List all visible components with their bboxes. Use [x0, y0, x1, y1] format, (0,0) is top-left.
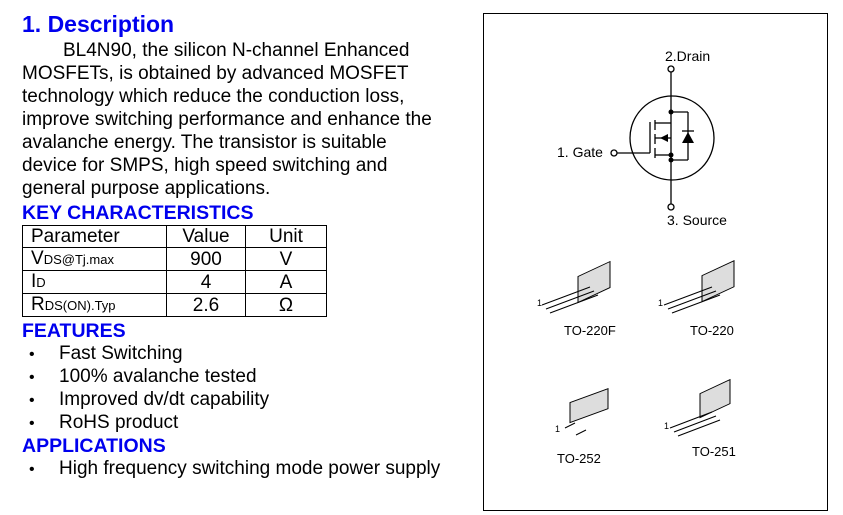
bullet: •: [29, 346, 35, 363]
pin1-label: 1: [658, 298, 664, 308]
value-cell: 2.6: [166, 293, 246, 317]
description-line: avalanche energy. The transistor is suit…: [22, 132, 387, 153]
param-sub: DS@Tj.max: [43, 252, 114, 267]
bullet: •: [29, 392, 35, 409]
package-figure-box: [483, 13, 828, 511]
features-heading: FEATURES: [22, 320, 126, 342]
application-item: High frequency switching mode power supp…: [59, 458, 441, 479]
bullet: •: [29, 415, 35, 432]
pin1-label: 1: [664, 421, 670, 431]
gate-label: 1. Gate: [557, 144, 603, 160]
param-sub: D: [36, 275, 46, 290]
package-label-to220f: TO-220F: [564, 323, 616, 338]
section-title: 1. Description: [22, 11, 175, 37]
feature-item: Fast Switching: [59, 343, 183, 364]
package-label-to251: TO-251: [692, 444, 736, 459]
applications-heading: APPLICATIONS: [22, 435, 166, 457]
feature-item: RoHS product: [59, 412, 179, 433]
param: V: [31, 248, 44, 269]
unit-cell: Ω: [245, 293, 327, 317]
description-line: BL4N90, the silicon N-channel Enhanced: [63, 40, 410, 61]
key-characteristics-heading: KEY CHARACTERISTICS: [22, 202, 254, 224]
param-cell: RDS(ON).Typ: [22, 293, 167, 317]
header-parameter: Parameter: [22, 225, 167, 248]
description-line: MOSFETs, is obtained by advanced MOSFET: [22, 63, 409, 84]
description-line: device for SMPS, high speed switching an…: [22, 155, 388, 176]
description-line: technology which reduce the conduction l…: [22, 86, 405, 107]
drain-label: 2.Drain: [665, 48, 711, 64]
pin1-label: 1: [537, 298, 543, 308]
package-icons: [541, 259, 735, 437]
bullet: •: [29, 369, 35, 386]
description-line: general purpose applications.: [22, 178, 271, 199]
param-sub: DS(ON).Typ: [44, 298, 116, 313]
param: R: [31, 294, 45, 315]
description-line: improve switching performance and enhanc…: [22, 109, 432, 130]
feature-item: 100% avalanche tested: [59, 366, 257, 387]
package-label-to252: TO-252: [557, 451, 601, 466]
value-cell: 4: [166, 270, 246, 294]
bullet: •: [29, 461, 35, 478]
package-label-to220: TO-220: [690, 323, 734, 338]
feature-item: Improved dv/dt capability: [59, 389, 270, 410]
pin1-label: 1: [555, 424, 561, 434]
source-label: 3. Source: [667, 212, 727, 228]
param-cell: VDS@Tj.max: [22, 247, 167, 271]
param: I: [31, 271, 37, 292]
